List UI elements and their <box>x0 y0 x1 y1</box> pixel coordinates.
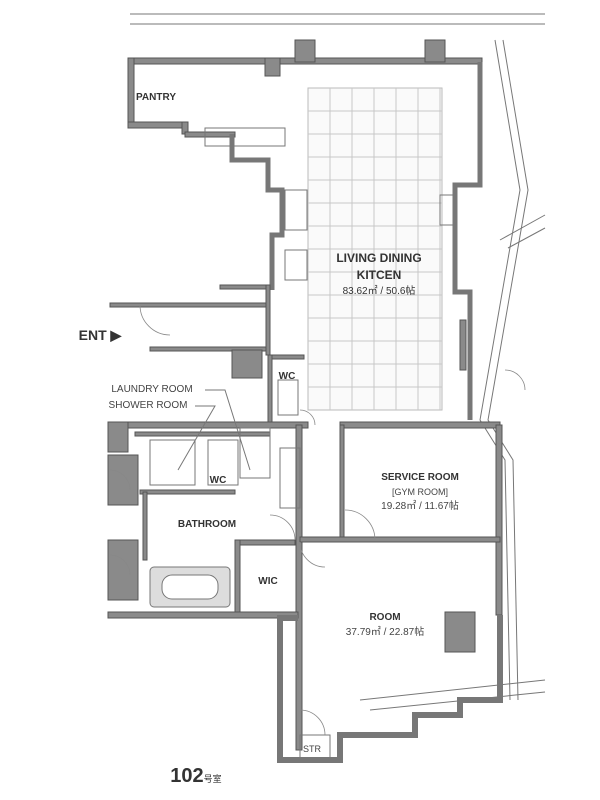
unit-number-value: 102 <box>170 765 204 787</box>
room-label-wic: WIC <box>258 576 278 587</box>
room-label-wc-1: WC <box>278 371 296 382</box>
room-label-room: ROOM <box>369 612 401 623</box>
room-label-pantry: PANTRY <box>136 92 176 103</box>
room-area-room: 37.79㎡ / 22.87帖 <box>345 627 425 638</box>
room-label-laundry: LAUNDRY ROOM <box>111 384 193 395</box>
label-leader-lines <box>177 389 251 471</box>
site-boundary <box>130 13 546 711</box>
room-label-ldk-2: KITCEN <box>356 268 402 282</box>
room-label-shower: SHOWER ROOM <box>108 400 188 411</box>
ldk-floor-grid <box>307 87 443 411</box>
room-label-service: SERVICE ROOM <box>381 472 459 483</box>
room-label-bathroom: BATHROOM <box>177 519 237 530</box>
room-area-service: 19.28㎡ / 11.67帖 <box>381 501 459 512</box>
unit-suffix: 号室 <box>203 774 222 784</box>
room-area-ldk: 83.62㎡ / 50.6帖 <box>342 286 416 297</box>
room-label-storage: STR <box>303 744 321 754</box>
room-label-ldk: LIVING DINING <box>336 251 422 265</box>
room-label-wc-2: WC <box>209 475 227 486</box>
unit-number: 102号室 <box>170 764 221 788</box>
room-label-gym: [GYM ROOM] <box>392 487 448 497</box>
door-swings <box>109 304 526 736</box>
walls <box>107 39 503 763</box>
entrance-label: ENT ▶ <box>78 327 122 343</box>
